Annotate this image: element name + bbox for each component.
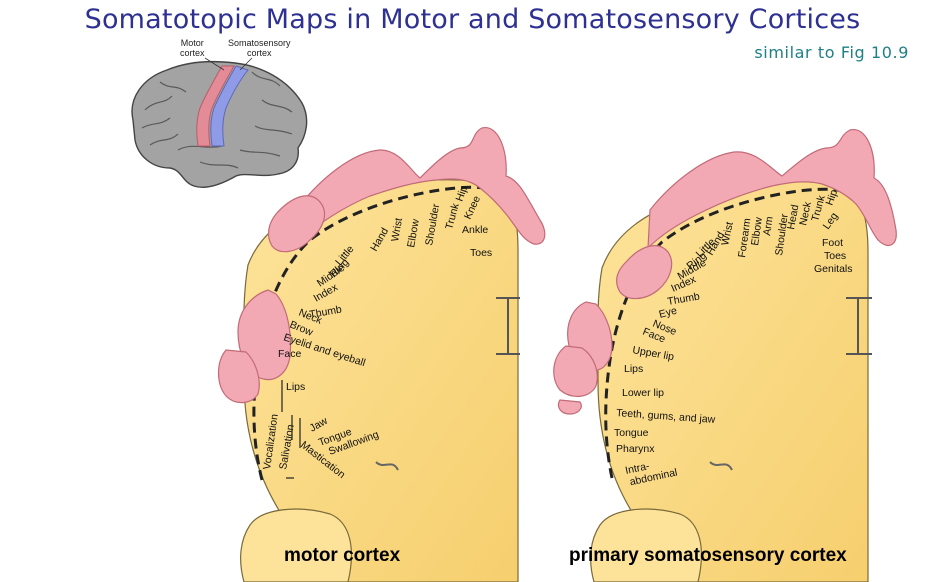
motor-label-elbow: Elbow bbox=[405, 218, 422, 249]
motor-temporal-lobe bbox=[240, 508, 353, 582]
sensory-label-lips: Lips bbox=[624, 363, 643, 375]
figure-reference: similar to Fig 10.9 bbox=[754, 43, 909, 62]
motor-label-brackets bbox=[281, 380, 301, 479]
sensory-homunculus-lips bbox=[553, 345, 598, 397]
sensory-label-forearm: Forearm bbox=[736, 217, 753, 258]
sensory-label-tongue: Tongue bbox=[614, 427, 649, 439]
gyri-lines bbox=[141, 71, 293, 169]
sensory-map: Genitals Toes Foot Leg Hip Trunk Neck He… bbox=[553, 129, 897, 582]
motor-label-ankle: Ankle bbox=[462, 224, 488, 236]
sensory-homunculus-leg bbox=[647, 129, 897, 250]
sensory-label-neck: Neck bbox=[797, 200, 814, 227]
sensory-sulcus bbox=[846, 297, 872, 355]
inset-motor-label-text: Motor cortex bbox=[180, 38, 205, 58]
inset-sensory-label: Somatosensory cortex bbox=[228, 38, 291, 58]
motor-label-lips: Lips bbox=[286, 381, 305, 393]
sensory-homunculus bbox=[553, 129, 897, 415]
somatosensory-strip bbox=[210, 65, 249, 147]
sensory-label-toes: Toes bbox=[824, 250, 846, 262]
sensory-lower-sulcus bbox=[709, 461, 733, 471]
sensory-label-lower-lip: Lower lip bbox=[622, 387, 664, 399]
sensory-label-shoulder: Shoulder bbox=[773, 213, 791, 257]
sensory-temporal-lobe bbox=[590, 508, 703, 582]
inset-motor-label: Motor cortex bbox=[180, 38, 205, 58]
motor-homunculus-leg bbox=[299, 127, 546, 245]
brain-inset bbox=[131, 57, 308, 188]
motor-label-face: Face bbox=[278, 348, 302, 360]
page-title: Somatotopic Maps in Motor and Somatosens… bbox=[84, 4, 861, 35]
sensory-label-thumb: Thumb bbox=[666, 290, 700, 308]
motor-label-wrist: Wrist bbox=[389, 217, 405, 243]
motor-homunculus-hand bbox=[267, 195, 325, 253]
sensory-label-pharynx: Pharynx bbox=[616, 443, 655, 455]
sensory-homunculus-hand bbox=[616, 245, 673, 300]
motor-homunculus bbox=[217, 127, 546, 404]
motor-dashed-boundary bbox=[252, 185, 499, 481]
sensory-label-foot: Foot bbox=[822, 237, 843, 249]
motor-strip bbox=[196, 65, 235, 147]
sensory-label-eye: Eye bbox=[658, 305, 679, 321]
motor-label-thumb: Thumb bbox=[308, 303, 342, 321]
sensory-leader-line bbox=[239, 57, 253, 71]
sensory-label-genitals: Genitals bbox=[814, 263, 853, 275]
motor-leader-line bbox=[204, 57, 225, 71]
motor-homunculus-lips bbox=[217, 349, 260, 404]
sensory-label-intra-line1: Intra- bbox=[624, 460, 651, 477]
motor-label-hip: Hip bbox=[454, 184, 471, 203]
inset-sensory-label-text: Somatosensory cortex bbox=[228, 38, 291, 58]
sensory-label-arm: Arm bbox=[761, 215, 776, 236]
sensory-cortex-caption: primary somatosensory cortex bbox=[569, 545, 847, 566]
sensory-label-wrist: Wrist bbox=[719, 221, 736, 247]
motor-homunculus-face bbox=[237, 289, 292, 381]
sensory-homunculus-tongue bbox=[557, 399, 582, 415]
sensory-label-hip: Hip bbox=[824, 188, 841, 207]
motor-label-toes: Toes bbox=[470, 247, 492, 259]
sensory-label-elbow: Elbow bbox=[749, 216, 765, 246]
motor-map: Toes Ankle Knee Hip Trunk Shoulder Elbow… bbox=[217, 127, 546, 582]
sensory-label-head: Head bbox=[785, 204, 801, 231]
motor-cortex-caption: motor cortex bbox=[284, 545, 401, 566]
motor-sulcus bbox=[496, 297, 520, 355]
motor-lower-sulcus bbox=[375, 461, 399, 471]
